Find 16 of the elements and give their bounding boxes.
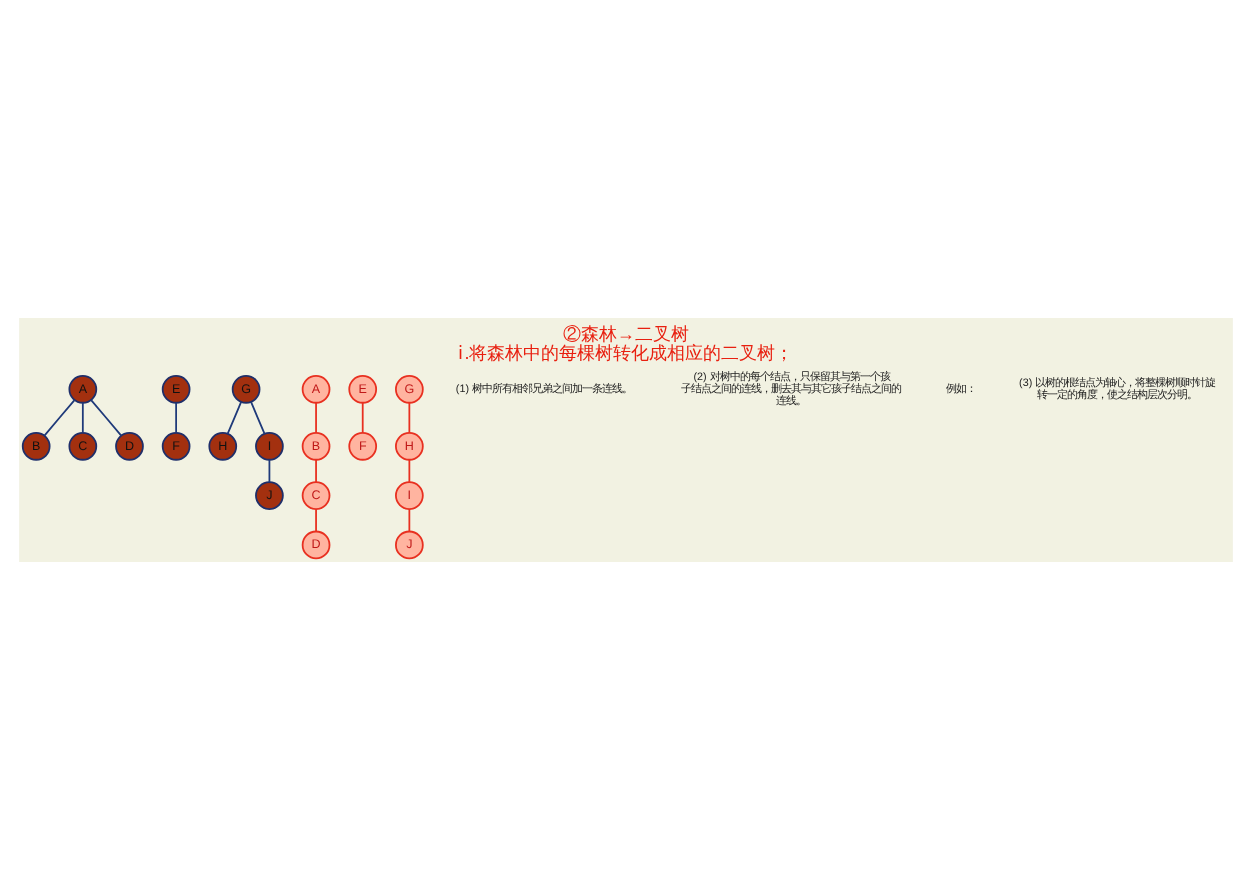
connector (315, 508, 317, 533)
connector (408, 459, 411, 483)
connector (250, 401, 266, 435)
diagram-title: ②森林→二叉树 (563, 323, 689, 344)
connector (43, 399, 76, 437)
connector (408, 508, 411, 533)
connector (90, 399, 123, 437)
connector (361, 402, 364, 434)
connector (226, 401, 243, 435)
connector (315, 459, 317, 483)
connector (268, 459, 271, 483)
caption: ⅰ.将森林中的每棵树转化成相应的二叉树； (458, 343, 794, 364)
connector (81, 402, 84, 434)
connector (315, 402, 317, 434)
connector (408, 402, 411, 434)
connector (175, 402, 178, 434)
